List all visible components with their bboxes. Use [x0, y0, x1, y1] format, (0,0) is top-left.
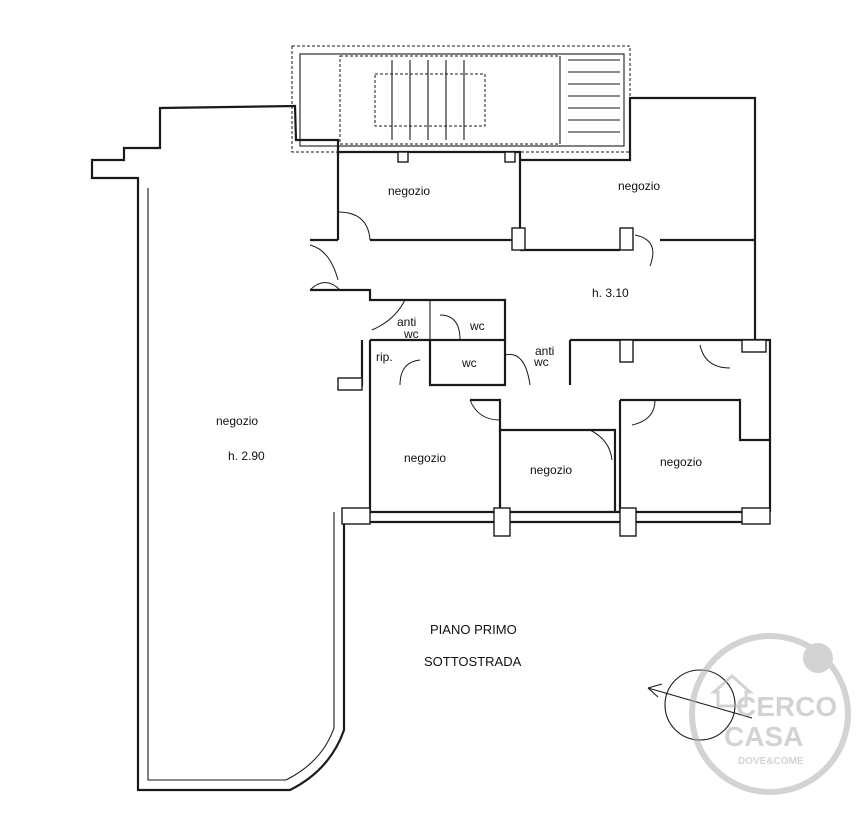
label-negozio-top-left: negozio — [388, 184, 430, 198]
label-antiwc-1-a: anti — [397, 315, 416, 329]
plan-title-line2: SOTTOSTRADA — [424, 654, 522, 669]
label-wc-2: wc — [461, 356, 477, 370]
label-antiwc-2-b: wc — [533, 355, 549, 369]
house-icon — [710, 673, 754, 708]
label-negozio-mid-right: negozio — [660, 455, 702, 469]
room-labels: negozio negozio h. 3.10 anti wc wc rip. … — [216, 179, 702, 477]
door-swings — [309, 211, 731, 461]
pillars — [337, 151, 771, 537]
watermark-dot — [803, 643, 833, 673]
plan-title: PIANO PRIMO SOTTOSTRADA — [424, 622, 522, 669]
label-negozio-mid-center: negozio — [530, 463, 572, 477]
plan-title-line1: PIANO PRIMO — [430, 622, 517, 637]
watermark-tagline: DOVE&COME — [738, 756, 804, 767]
watermark-ring — [689, 633, 851, 795]
label-negozio-big-height: h. 2.90 — [228, 449, 265, 463]
label-negozio-big: negozio — [216, 414, 258, 428]
watermark-brand-line1: CERCO — [736, 691, 837, 722]
label-wc-1: wc — [469, 319, 485, 333]
label-negozio-mid-left: negozio — [404, 451, 446, 465]
label-antiwc-1-b: wc — [403, 327, 419, 341]
label-rip: rip. — [376, 350, 393, 364]
label-corridor-height: h. 3.10 — [592, 286, 629, 300]
outer-walls — [90, 104, 346, 792]
cercocasa-watermark: CERCO CASA DOVE&COME — [689, 633, 851, 795]
label-antiwc-2-a: anti — [535, 344, 554, 358]
stair-block — [291, 45, 631, 153]
label-negozio-top-right: negozio — [618, 179, 660, 193]
watermark-brand-line2: CASA — [724, 721, 803, 752]
